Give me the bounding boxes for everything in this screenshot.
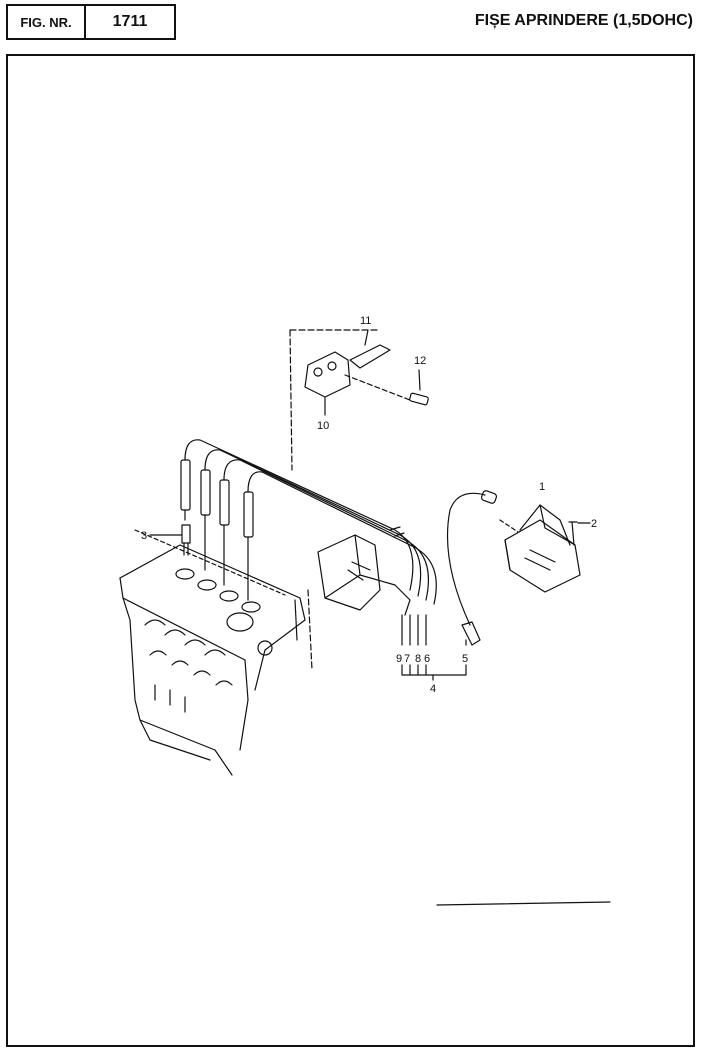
spark-plug xyxy=(149,524,191,556)
ignition-coil xyxy=(499,504,581,593)
distributor xyxy=(307,534,411,671)
plug-boots xyxy=(180,459,254,601)
diagram-frame xyxy=(6,54,695,1047)
callout-2: 2 xyxy=(591,518,597,530)
callout-5: 5 xyxy=(462,653,468,665)
callout-12: 12 xyxy=(414,355,426,367)
callout-7: 7 xyxy=(404,653,410,665)
coil-lead xyxy=(446,490,498,646)
engine-block xyxy=(119,529,306,776)
page-title: FIȘE APRINDERE (1,5DOHC) xyxy=(474,12,693,29)
lead-holder xyxy=(289,329,429,471)
figure-number-box: FIG. NR. 1711 xyxy=(6,4,176,40)
callout-labels: 1 2 3 4 5 6 7 8 9 10 11 12 xyxy=(141,315,597,695)
fig-label: FIG. NR. xyxy=(8,6,86,38)
fig-number: 1711 xyxy=(112,13,148,30)
callout-10: 10 xyxy=(317,420,329,432)
screw xyxy=(568,521,591,546)
ignition-leads xyxy=(184,439,437,605)
reference-line xyxy=(436,901,611,906)
callout-3: 3 xyxy=(141,530,147,542)
callout-1: 1 xyxy=(539,481,545,493)
callout-9: 9 xyxy=(396,653,402,665)
callout-6: 6 xyxy=(424,653,430,665)
callout-11: 11 xyxy=(360,315,371,327)
callout-8: 8 xyxy=(415,653,421,665)
callout-4: 4 xyxy=(430,683,436,695)
callout-leaders xyxy=(401,614,467,681)
